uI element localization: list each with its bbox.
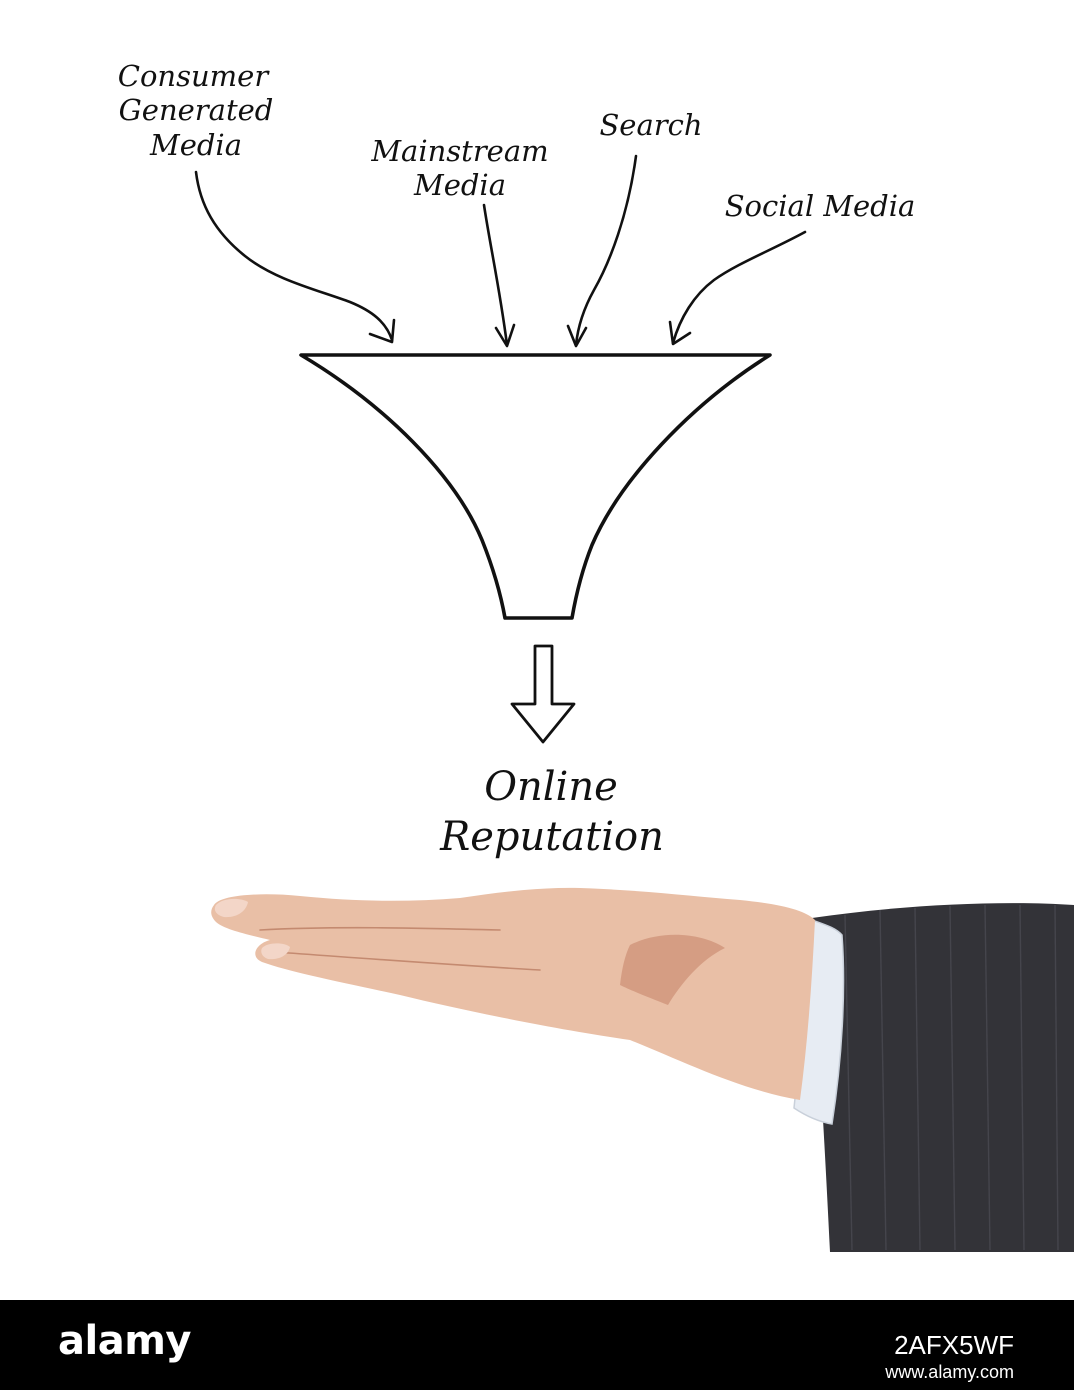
label-online: Online — [484, 764, 618, 810]
brand-logo: alamy — [58, 1318, 191, 1364]
label-mainstream: Mainstream — [370, 134, 548, 168]
down-arrow-icon — [510, 644, 576, 744]
label-media-2: Media — [413, 168, 506, 202]
palm-shadow — [620, 934, 725, 1005]
fingernail-1 — [214, 898, 248, 918]
label-generated: Generated — [119, 93, 274, 127]
site-url: www.alamy.com — [885, 1362, 1014, 1382]
input-arrows — [194, 154, 807, 348]
output-online-reputation: Online Reputation — [439, 764, 664, 860]
arrow-consumer-generated-media — [194, 170, 396, 344]
finger-crease-2 — [274, 951, 541, 971]
jacket-sleeve — [812, 903, 1074, 1252]
finger-crease-1 — [259, 926, 501, 931]
fingernail-2 — [261, 943, 290, 960]
funnel-diagram: Consumer Generated Media Mainstream Medi… — [118, 59, 1074, 1252]
sleeve-texture — [844, 904, 1059, 1251]
input-search: Search — [599, 108, 702, 142]
input-social-media: Social Media — [725, 189, 916, 223]
label-reputation: Reputation — [439, 814, 664, 860]
open-palm-hand — [211, 887, 1074, 1252]
label-consumer: Consumer — [118, 59, 271, 93]
input-mainstream-media: Mainstream Media — [370, 134, 548, 202]
label-social-media: Social Media — [725, 189, 916, 223]
label-media-1: Media — [149, 128, 242, 162]
arrow-search — [566, 154, 638, 348]
funnel-shape — [299, 353, 772, 620]
watermark-footer: alamy 2AFX5WF www.alamy.com — [0, 1300, 1074, 1390]
stock-image-id: 2AFX5WF — [894, 1330, 1014, 1360]
arrow-mainstream-media — [482, 203, 516, 348]
label-search: Search — [599, 108, 702, 142]
input-consumer-generated-media: Consumer Generated Media — [118, 59, 274, 162]
arrow-social-media — [668, 230, 807, 346]
palm — [211, 887, 815, 1100]
